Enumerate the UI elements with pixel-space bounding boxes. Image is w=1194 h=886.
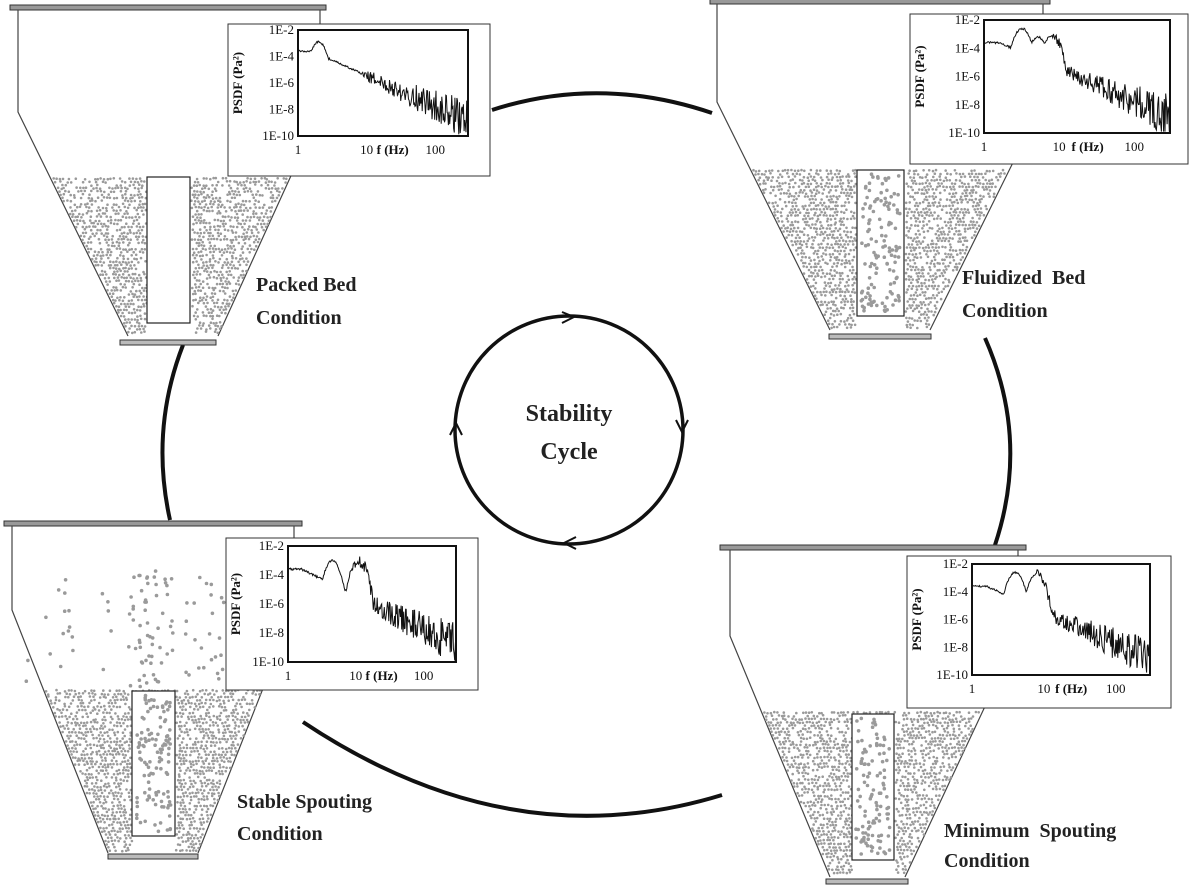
spout-particles [859, 172, 902, 314]
chart-frame [906, 555, 1172, 709]
x-tick-label: 10 [349, 668, 362, 683]
label-packed-line2: Condition [256, 307, 342, 329]
x-axis-label: f (Hz) [377, 142, 409, 157]
psd-spectrum-line [287, 556, 457, 661]
y-tick-label: 1E-6 [943, 612, 969, 627]
particle-bed [763, 710, 980, 875]
fountain-particles [24, 569, 226, 689]
y-tick-label: 1E-10 [252, 654, 284, 669]
x-tick-label: 100 [414, 668, 434, 683]
x-tick-label: 10 [1053, 139, 1066, 154]
label-packed-line1: Packed Bed [256, 274, 357, 296]
vessel-base-plate [828, 333, 932, 340]
psd-spectrum-line [983, 27, 1171, 132]
y-tick-label: 1E-10 [936, 667, 968, 682]
y-tick-label: 1E-8 [269, 102, 294, 117]
y-tick-label: 1E-2 [955, 12, 980, 27]
x-tick-label: 10 [360, 142, 373, 157]
y-tick-label: 1E-8 [259, 625, 284, 640]
y-tick-label: 1E-4 [259, 567, 285, 582]
psd-chart-packed-bed: 1E-2 1E-4 1E-6 1E-8 1E-101 10 100 f (Hz) PSDF (P… [227, 22, 491, 177]
y-tick-label: 1E-2 [269, 22, 294, 37]
x-tick-label: 10 [1037, 681, 1050, 696]
arrow-bottom [561, 536, 577, 550]
arrow-left [449, 420, 463, 436]
x-tick-label: 1 [969, 681, 976, 696]
spout-particles [135, 693, 173, 834]
y-axis-label: PSDF (Pa²) [912, 45, 927, 107]
y-tick-label: 1E-8 [943, 639, 968, 654]
particle-bed [52, 176, 288, 335]
psd-chart-minimum-spouting: 1E-2 1E-4 1E-6 1E-8 1E-101 10 100 f (Hz) PSDF (P… [906, 555, 1172, 709]
chart-frame [225, 537, 479, 691]
vessel-top-plate [709, 0, 1051, 5]
x-axis-label: f (Hz) [1072, 139, 1104, 154]
vessel-minimum-spouting [719, 544, 1027, 885]
y-tick-label: 1E-4 [269, 49, 295, 64]
label-minimum-line2: Condition [944, 850, 1030, 872]
vessel-fluidized-bed [709, 0, 1051, 340]
spout-channel [146, 176, 191, 324]
label-fluidized-line1: Fluidized Bed [962, 267, 1085, 289]
x-tick-label: 1 [285, 668, 292, 683]
x-axis-label: f (Hz) [1055, 681, 1087, 696]
x-tick-label: 1 [295, 142, 302, 157]
label-stable-line2: Condition [237, 823, 323, 845]
psd-spectrum-line [297, 40, 469, 135]
y-tick-label: 1E-6 [269, 75, 295, 90]
arc-right [983, 337, 1013, 546]
vessel-top-plate [9, 4, 327, 11]
psd-spectrum-line [972, 569, 1151, 673]
vessel-top-plate [3, 520, 303, 527]
label-stable-line1: Stable Spouting [237, 791, 372, 813]
y-tick-label: 1E-4 [955, 40, 981, 55]
vessel-base-plate [119, 339, 217, 346]
arc-top [491, 91, 713, 115]
y-tick-label: 1E-6 [955, 69, 981, 84]
arrow-right [675, 419, 689, 435]
arrow-top [561, 311, 577, 324]
chart-frame [909, 13, 1189, 165]
particle-bed [752, 168, 1006, 330]
label-minimum-line1: Minimum Spouting [944, 820, 1116, 842]
x-tick-label: 100 [426, 142, 446, 157]
plot-area [983, 19, 1171, 134]
y-axis-label: PSDF (Pa²) [230, 52, 245, 114]
center-title-line2: Cycle [540, 439, 598, 465]
psd-chart-stable-spouting: 1E-2 1E-4 1E-6 1E-8 1E-101 10 100 f (Hz) PSDF (P… [225, 537, 479, 691]
plot-area [297, 29, 469, 137]
label-fluidized-line2: Condition [962, 300, 1048, 322]
chart-frame [227, 23, 491, 177]
arc-bottom [301, 720, 723, 818]
x-tick-label: 100 [1106, 681, 1126, 696]
spout-particles [854, 716, 892, 856]
cycle-ring [453, 314, 685, 546]
plot-area [287, 545, 457, 663]
y-tick-label: 1E-8 [955, 97, 980, 112]
center-title-line1: Stability [526, 401, 613, 427]
y-tick-label: 1E-4 [943, 584, 969, 599]
y-axis-label: PSDF (Pa²) [228, 573, 243, 635]
y-tick-label: 1E-2 [943, 556, 968, 571]
y-tick-label: 1E-10 [948, 125, 980, 140]
y-tick-label: 1E-10 [262, 128, 294, 143]
plot-area [971, 563, 1151, 676]
arc-left [160, 344, 185, 521]
vessel-base-plate [825, 878, 909, 885]
y-tick-label: 1E-2 [259, 538, 284, 553]
vessel-top-plate [719, 544, 1027, 551]
central-cycle: Stability Cycle [449, 311, 689, 550]
x-tick-label: 100 [1124, 139, 1144, 154]
psd-chart-fluidized-bed: 1E-2 1E-4 1E-6 1E-8 1E-101 10 100 f (Hz) PSDF (P… [909, 12, 1189, 165]
outer-cycle-arcs [160, 91, 1013, 818]
spout-channel [851, 713, 895, 861]
vessel-base-plate [107, 853, 199, 860]
y-axis-label: PSDF (Pa²) [909, 588, 924, 650]
x-axis-label: f (Hz) [366, 668, 398, 683]
y-tick-label: 1E-6 [259, 596, 285, 611]
x-tick-label: 1 [981, 139, 988, 154]
